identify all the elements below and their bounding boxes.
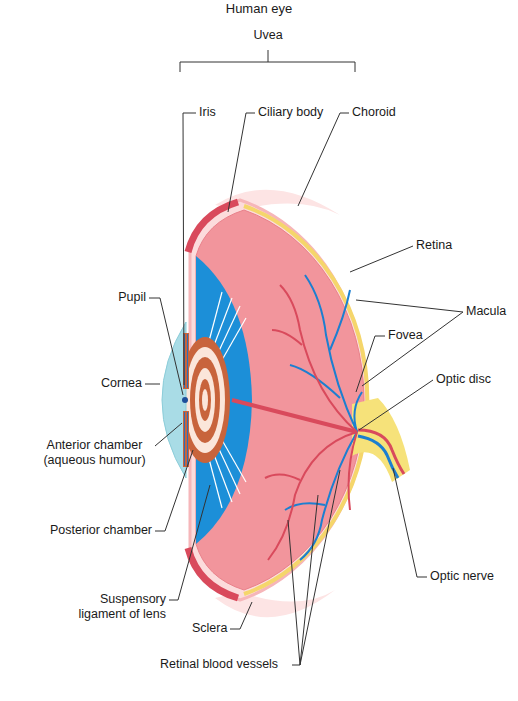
iris-stripe [187,412,188,466]
iris-stripe [184,412,185,466]
leader-line [356,336,385,392]
leader-line [359,380,433,430]
leader-line [298,113,349,206]
part-label: Anterior chamber (aqueous humour) [37,438,152,468]
leader-line [230,602,252,629]
ciliary-body [188,548,238,598]
part-label: Suspensory ligament of lens [66,592,166,622]
part-label: Cornea [22,376,142,391]
part-label: Retina [416,238,452,253]
part-label: Choroid [352,105,396,120]
part-label: Posterior chamber [12,523,152,538]
leader-line [393,468,427,577]
part-label: Fovea [388,328,423,343]
part-label: Iris [199,105,216,120]
ligament-fiber [222,440,246,482]
lens-ring [185,347,225,453]
leader-line [350,246,413,272]
nerve-vessel [358,436,398,478]
leader-line [169,485,210,600]
sclera [190,200,367,600]
ligament-fiber [208,292,222,345]
part-label: Optic nerve [430,569,494,584]
lens-ring [199,379,211,421]
lens-ring [190,357,220,443]
leader-line [155,450,193,531]
retinal-arteries [265,285,357,560]
artery [349,432,357,510]
ligament-fiber [213,452,232,502]
ciliary-body [188,202,238,252]
leader-line [288,470,340,665]
iris-stripe [187,334,188,388]
uvea-bracket [180,50,355,72]
central-vessel [232,400,357,432]
leader-lines [145,50,463,665]
artery [272,330,302,345]
part-label: Pupil [26,290,146,305]
vein [300,432,357,560]
leader-line [183,113,196,385]
ligament-fiber [218,306,240,353]
ligament-fiber [213,298,232,348]
optic-nerve [352,398,410,482]
ligament-fiber [218,447,240,494]
lens-ring [202,389,208,411]
part-label: Retinal blood vessels [160,657,278,672]
artery [280,285,357,432]
diagram-title: Human eye [0,1,518,16]
ligament-fiber [208,455,222,508]
lens-ring [195,368,215,432]
vein [330,290,350,350]
artery [268,432,357,560]
pupil [182,397,188,403]
part-label: Sclera [192,621,227,636]
vein [290,365,340,398]
leader-line [228,113,255,212]
vein [305,275,357,432]
ligament-fiber [222,318,246,360]
part-label: Optic disc [436,372,491,387]
leader-line [145,384,160,385]
vein [285,503,325,510]
leader-line [149,298,183,395]
part-label: Uvea [238,28,298,43]
part-label: Macula [466,304,506,319]
part-label: Ciliary body [258,105,323,120]
leader-line [155,423,182,446]
iris [183,411,189,467]
vein [354,392,362,432]
artery [265,474,300,480]
